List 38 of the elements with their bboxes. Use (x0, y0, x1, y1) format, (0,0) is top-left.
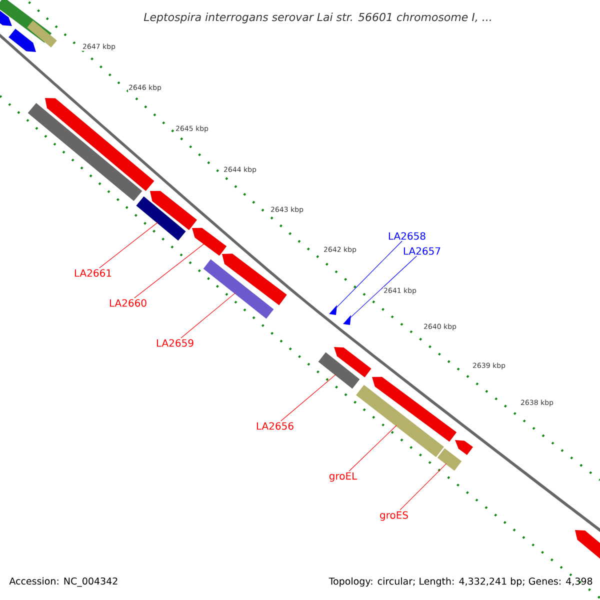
gene-feature (318, 352, 360, 389)
gene-label: LA2659 (156, 339, 194, 347)
feature-triangle (343, 315, 351, 325)
gene-label: LA2661 (74, 269, 112, 277)
gene-feature (0, 10, 12, 26)
leader-line (180, 292, 236, 338)
gene-feature (192, 228, 227, 256)
gene-feature (372, 376, 457, 442)
gene-feature (150, 190, 197, 230)
gene-label: groEL (329, 472, 358, 482)
leader-line (99, 222, 158, 268)
leader-line (336, 240, 402, 308)
gene-feature (575, 530, 600, 560)
leader-line (348, 425, 397, 472)
feature-triangle (329, 305, 337, 315)
gene-label: LA2660 (110, 299, 146, 307)
gene-feature (27, 20, 57, 48)
leader-line (134, 243, 205, 298)
title: Leptospira interrogans serovar Lai str. 56601 chromosome I, ... (144, 12, 491, 24)
gene-feature (222, 254, 287, 306)
footer-text: Topology: circular; Length: 4,332,241 bp; Genes: 4,398 (328, 577, 592, 587)
gene-label: LA2657 (404, 247, 440, 255)
gene-feature (45, 98, 154, 191)
gene-feature (334, 347, 372, 378)
gene-feature (437, 448, 462, 471)
gene-label: LA2656 (256, 422, 294, 430)
leader-line (350, 256, 417, 318)
gene-feature (8, 28, 36, 52)
gene-feature (28, 103, 142, 201)
gene-label: LA2658 (388, 232, 426, 240)
gene-feature (455, 440, 473, 455)
gene-feature (136, 196, 186, 241)
footer-text: Accession: NC_004342 (9, 577, 118, 587)
leader-line (400, 463, 447, 510)
gene-label: groES (380, 511, 408, 521)
gene-feature (356, 384, 444, 458)
leader-line (280, 374, 336, 422)
gene-feature (203, 259, 274, 319)
